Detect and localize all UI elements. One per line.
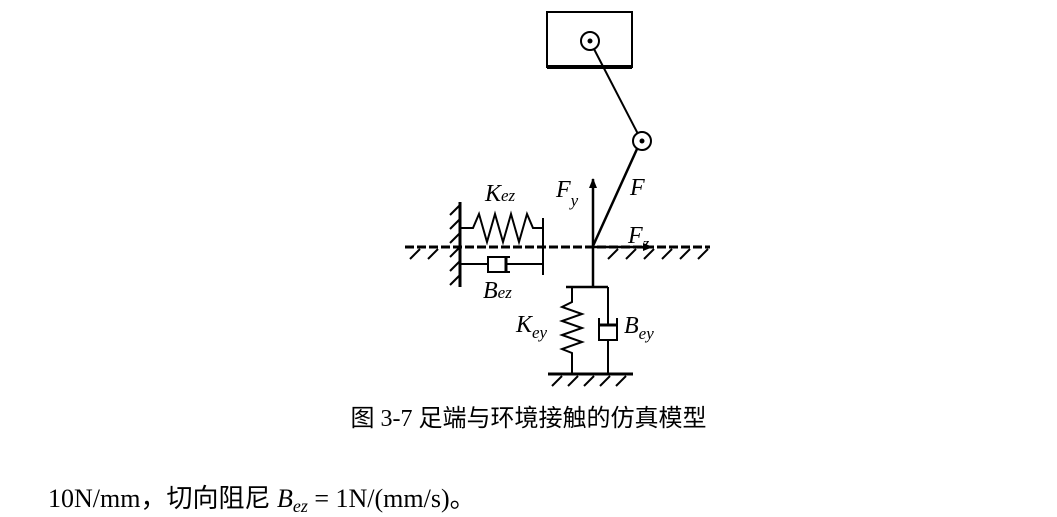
figure-caption: 图 3-7 足端与环境接触的仿真模型	[350, 406, 707, 432]
label-b-ez: Bez	[483, 278, 512, 304]
body-text-symbol-sub: ez	[292, 496, 308, 516]
damper-b-ez	[460, 256, 543, 273]
bottom-ground	[548, 372, 633, 387]
body-text-suffix: = 1N/(mm/s)。	[307, 484, 476, 513]
knee-joint	[632, 131, 652, 151]
leg-link-lower	[591, 148, 639, 247]
spring-k-ez	[460, 210, 543, 246]
body-text-prefix: 10N/mm，切向阻尼	[48, 484, 277, 513]
damper-b-ey	[598, 287, 618, 373]
contact-model-diagram: Kez Bez Key Bey Fy F Fz	[405, 11, 710, 387]
ground-surface	[405, 245, 710, 260]
hip-joint	[580, 31, 600, 51]
label-f: F	[629, 175, 645, 201]
body-text-line: 10N/mm，切向阻尼 Bez = 1N/(mm/s)。	[48, 478, 476, 517]
label-f-y: Fy	[555, 177, 579, 210]
upper-body-block	[546, 11, 633, 69]
label-k-ez: Kez	[484, 181, 516, 207]
label-f-z: Fz	[627, 223, 650, 253]
body-text-symbol: B	[276, 484, 293, 513]
leg-link-upper	[593, 48, 639, 135]
label-b-ey: Bey	[624, 313, 654, 343]
label-k-ey: Key	[515, 312, 548, 342]
left-wall	[449, 202, 462, 287]
spring-k-ey	[558, 287, 586, 373]
